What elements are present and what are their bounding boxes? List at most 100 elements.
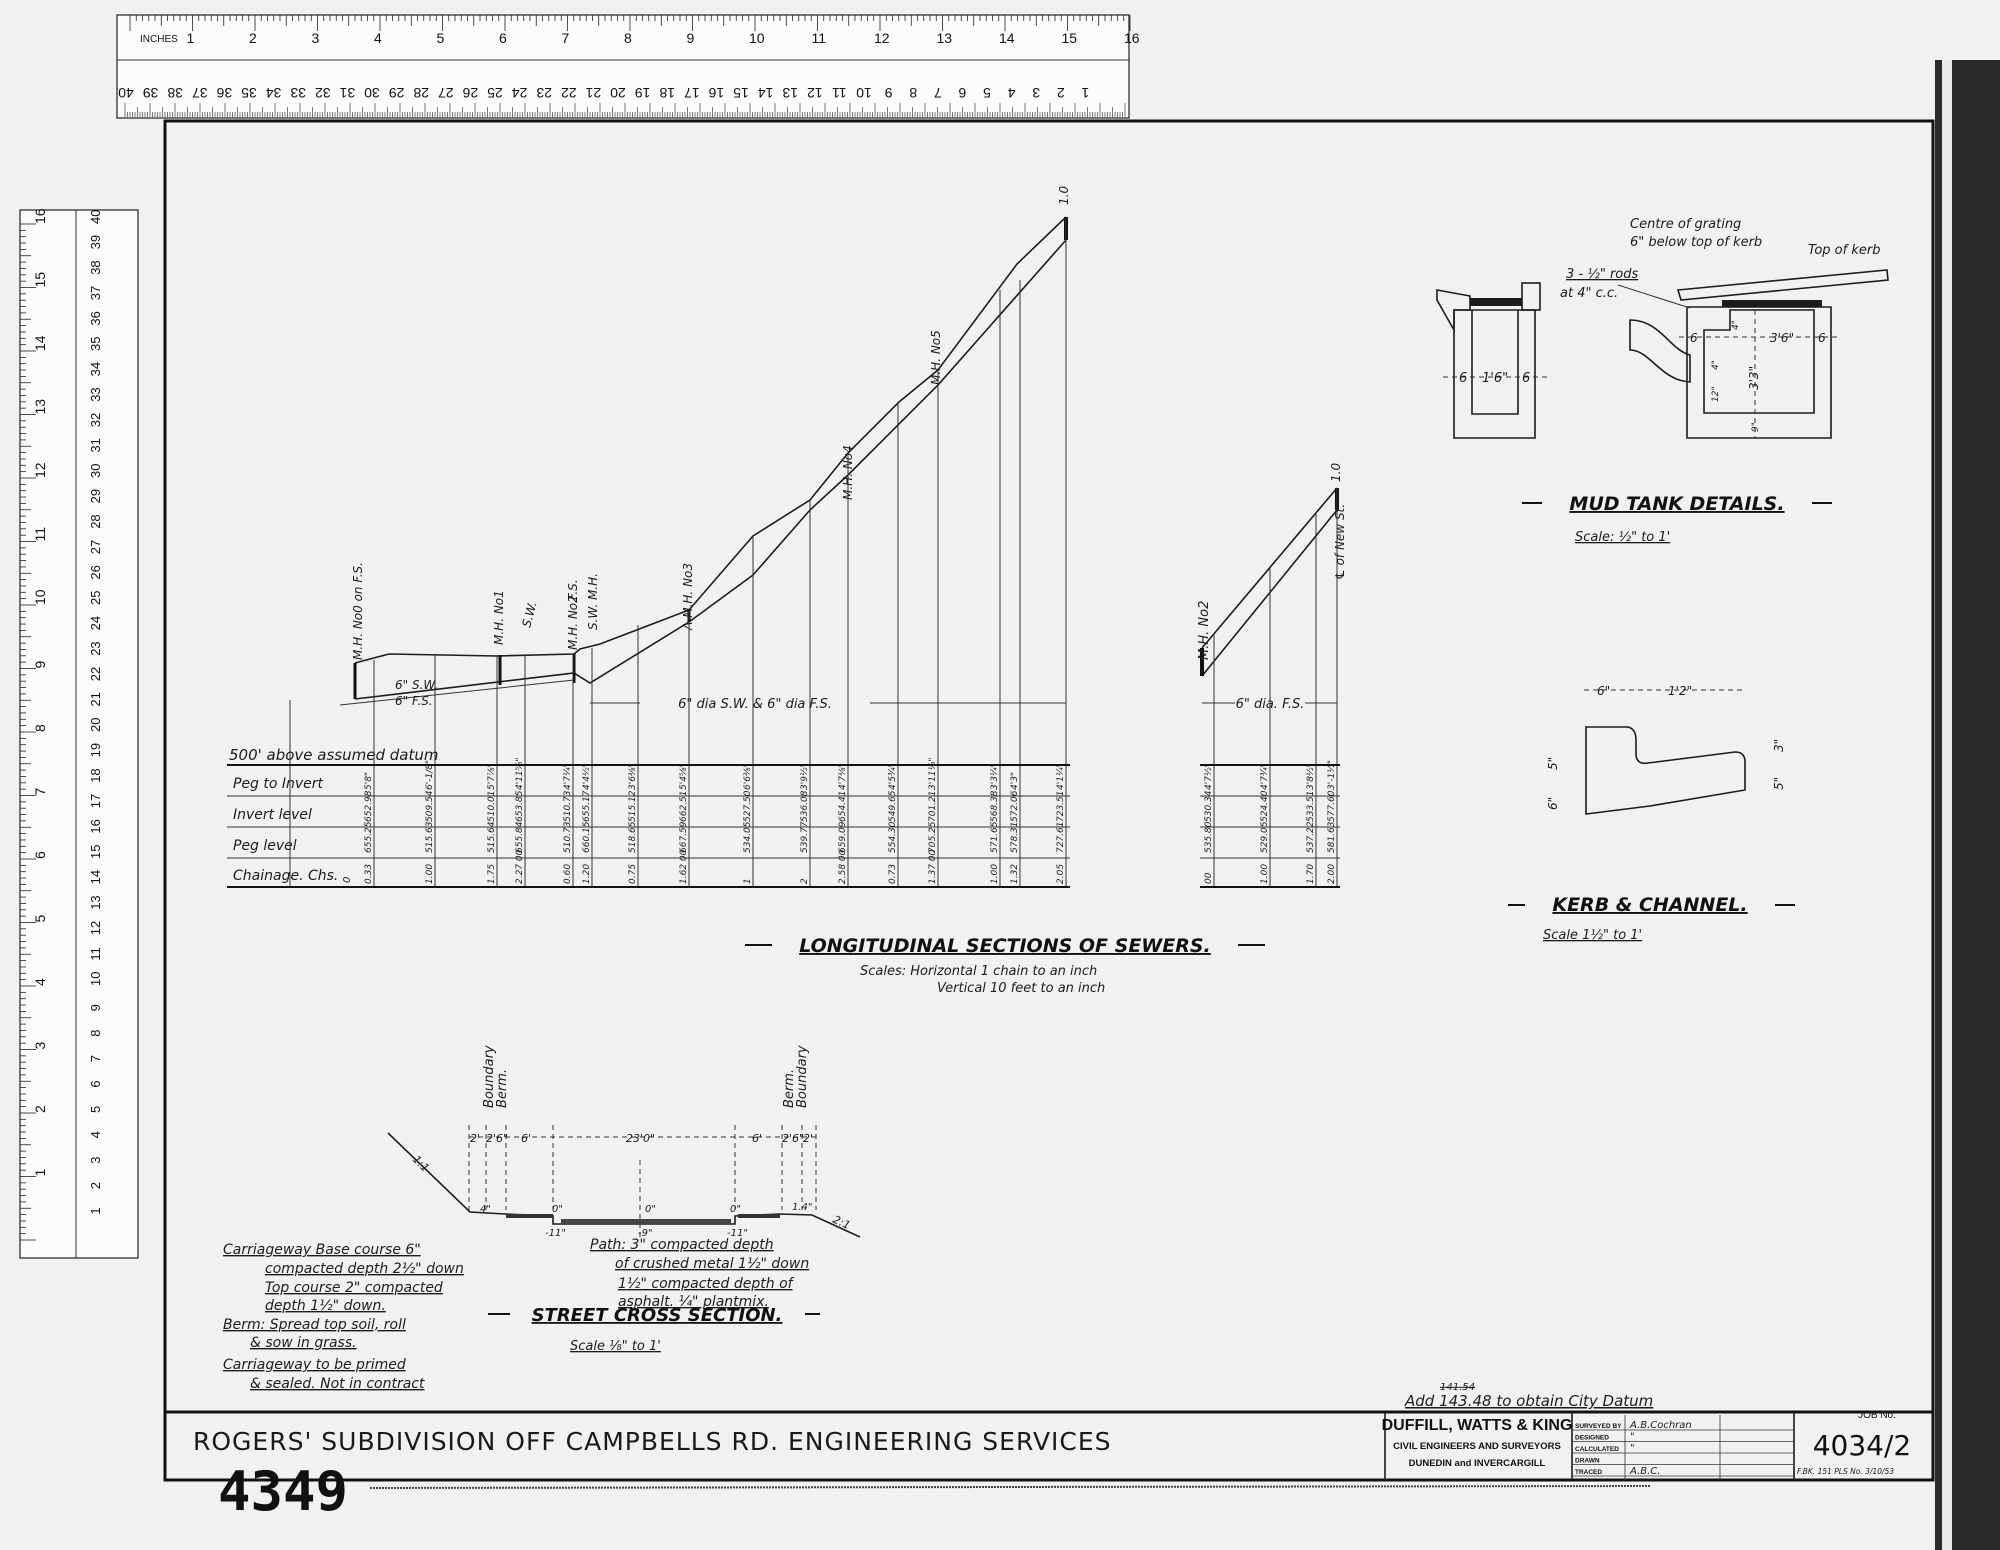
dim: 5": [1546, 757, 1560, 770]
ruler-inch-number: 13: [937, 30, 953, 46]
street-label: Boundary: [795, 1045, 810, 1108]
street-note: Berm: Spread top soil, roll: [223, 1317, 406, 1333]
ruler-inch-number: 5: [437, 30, 445, 46]
cell-invert: 662.51: [679, 791, 689, 823]
manhole-label: M.H. No5: [929, 330, 943, 385]
street-note: Carriageway Base course 6": [223, 1242, 421, 1258]
cell-chainage: 1.75: [487, 864, 497, 884]
dim: 1'2": [1668, 684, 1692, 698]
manhole-label: F.S.: [566, 579, 580, 600]
ruler-cm-number: 23: [88, 641, 103, 655]
ruler-cm-number: 27: [438, 85, 454, 101]
cell-peg: 515.64: [487, 821, 497, 853]
ruler-inch-number: 15: [32, 272, 48, 288]
job-refs: F.BK. 151 PLS No. 3/10/53: [1797, 1467, 1894, 1476]
dim: 6': [521, 1132, 531, 1145]
cell-chainage: 2.05: [1056, 864, 1066, 884]
ruler-cm-number: 27: [88, 540, 103, 554]
ruler-cm-number: 12: [807, 85, 823, 101]
ruler-cm-number: 16: [88, 819, 103, 833]
ruler-cm-number: 32: [88, 413, 103, 427]
ruler-cm-number: 18: [659, 85, 675, 101]
ruler-cm-number: 22: [88, 667, 103, 681]
cell-pti: 6'-1/8": [425, 760, 435, 790]
sign-row-label: DRAWN: [1575, 1458, 1600, 1465]
ruler-cm-number: 6: [88, 1080, 103, 1087]
cell-peg: 659.09: [838, 821, 848, 853]
ruler-cm-number: 29: [88, 489, 103, 503]
ruler-inch-number: 10: [32, 589, 48, 605]
ruler-cm-number: 35: [241, 85, 257, 101]
ruler-inch-number: 4: [32, 978, 48, 986]
ruler-inch-number: 1: [187, 30, 195, 46]
sewer-profile-branch: 6" dia. F.S. M.H. No2 1.0 ℄ of New St. 4…: [1197, 463, 1347, 888]
ruler-cm-number: 19: [88, 743, 103, 757]
ruler-cm-number: 7: [88, 1055, 103, 1062]
ruler-cm-number: 9: [884, 85, 892, 101]
ruler-cm-number: 8: [88, 1030, 103, 1037]
firm-name: DUFFILL, WATTS & KING: [1382, 1417, 1573, 1434]
ruler-cm-number: 17: [684, 85, 700, 101]
dim: 6: [1690, 331, 1698, 345]
level: 4": [480, 1204, 491, 1215]
mud-tank-note: Top of kerb: [1808, 243, 1880, 258]
ruler-cm-number: 24: [88, 616, 103, 630]
cell-pti: 4'11⅝": [515, 757, 525, 790]
ruler-inch-number: 9: [687, 30, 695, 46]
dim: 6: [1818, 331, 1826, 345]
street-note: & sow in grass.: [250, 1335, 357, 1351]
cell-pti: 4'7⅜": [838, 763, 848, 790]
dim: 9": [1751, 422, 1761, 432]
cell-invert: 701.21: [928, 791, 938, 823]
cell-chainage: 0.60: [563, 864, 573, 884]
manhole-label: A.M.H. No3: [681, 563, 695, 631]
ruler-cm-number: 28: [413, 85, 429, 101]
ruler-inch-number: 11: [812, 30, 827, 46]
level: 1.4": [792, 1202, 813, 1213]
mud-tank-scale: Scale: ½" to 1': [1575, 530, 1670, 545]
street-note: & sealed. Not in contract: [250, 1376, 425, 1392]
cell-invert: 549.65: [888, 790, 898, 822]
ruler-cm-number: 34: [88, 362, 103, 376]
cell-invert: 568.38: [990, 790, 1000, 822]
ruler-cm-number: 8: [909, 85, 917, 101]
cell-pti: 4'3": [1010, 772, 1020, 790]
dim: 6": [1597, 684, 1610, 698]
title-block: 141.54 Add 143.48 to obtain City Datum R…: [193, 1382, 1911, 1523]
ruler-inch-number: 9: [32, 661, 48, 669]
cell-chainage: 1.00: [1260, 864, 1270, 884]
ruler-cm-number: 32: [315, 85, 331, 101]
cell-invert: 530.34: [1204, 790, 1214, 822]
cell-chainage: 1: [743, 878, 753, 884]
cell-pti: 3'6⅜": [628, 763, 638, 790]
cell-chainage: 0.73: [888, 864, 898, 884]
ruler-inch-number: 3: [32, 1042, 48, 1050]
ruler-cm-number: 37: [192, 85, 208, 101]
ruler-cm-number: 15: [733, 85, 749, 101]
slope: 2:1: [831, 1213, 853, 1232]
cell-pti: 5'4⅝": [679, 763, 689, 790]
ruler-cm-number: 34: [266, 85, 282, 101]
manhole-label: M.H. No0 on F.S.: [351, 562, 365, 660]
cell-pti: 4'7½": [1204, 763, 1214, 790]
street-label: Berm.: [782, 1069, 797, 1108]
left-ruler: 1234567891011121314151612345678910111213…: [19, 208, 139, 1259]
scan-edge-highlight: [1942, 60, 1952, 1550]
outlet-pipe: [1629, 319, 1691, 383]
sign-row-value: ": [1630, 1443, 1635, 1454]
ruler-inch-number: 8: [624, 30, 632, 46]
sewers-scale-v: Vertical 10 feet to an inch: [937, 981, 1105, 996]
manhole-label: S.W. M.H.: [586, 573, 600, 630]
cell-pti: 3'3¼": [990, 763, 1000, 790]
cell-peg: 660.15: [582, 821, 592, 853]
ruler-cm-number: 31: [339, 85, 355, 101]
dim: 6: [1522, 371, 1530, 386]
sw-pointer-label: S.W.: [519, 600, 539, 629]
cell-pti: 3'11⅛": [928, 757, 938, 790]
ruler-cm-number: 1: [1081, 85, 1089, 101]
ruler-inch-number: 10: [749, 30, 765, 46]
pipe-label: 6" dia S.W. & 6" dia F.S.: [678, 697, 832, 712]
cell-invert: 572.06: [1010, 790, 1020, 822]
ruler-inch-number: 7: [32, 788, 48, 796]
